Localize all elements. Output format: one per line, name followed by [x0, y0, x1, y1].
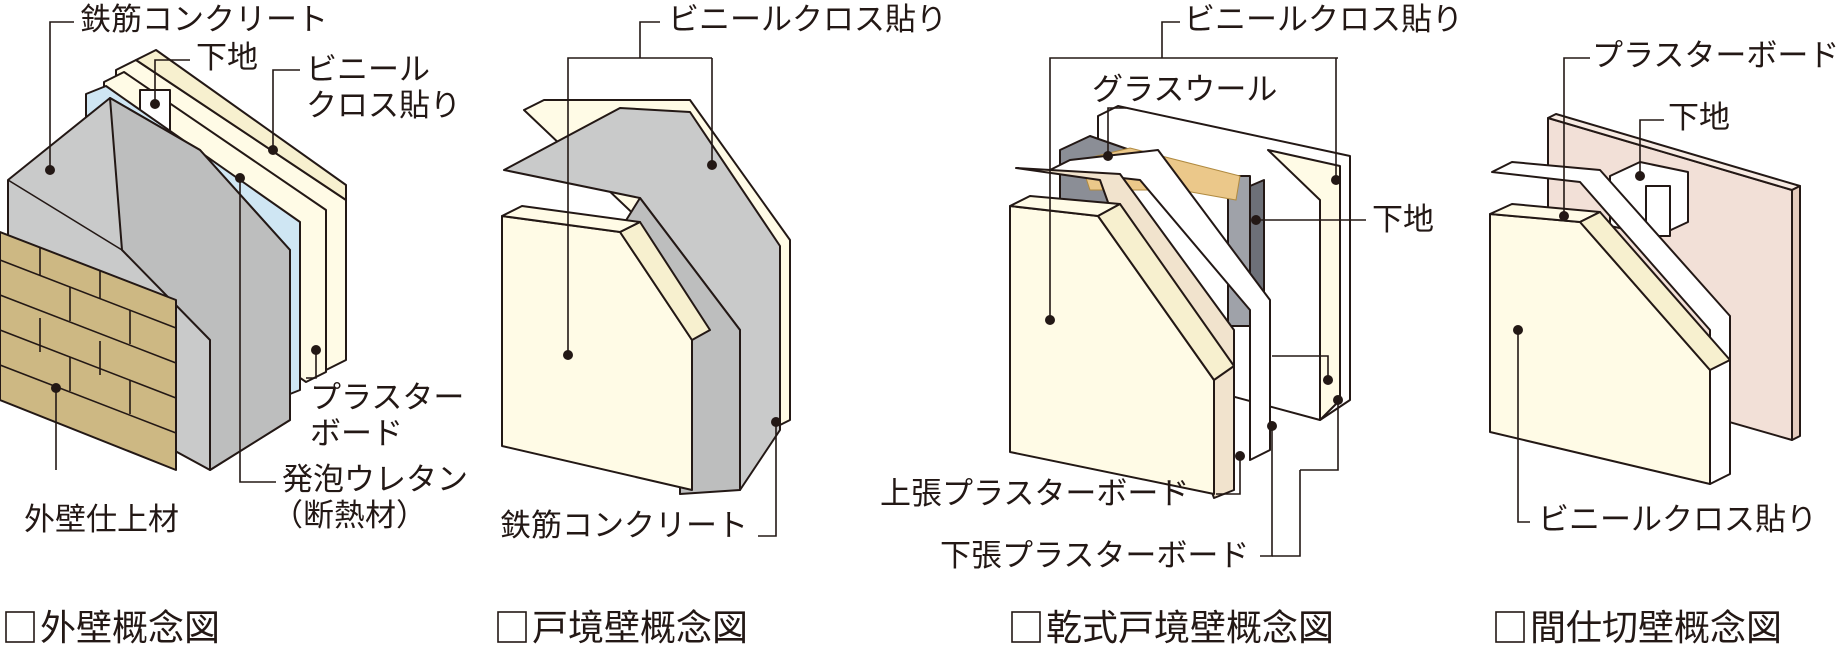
- lower-plaster-board: [1049, 149, 1271, 461]
- unit-partition-wall-diagram: ビニールクロス貼り 鉄筋コンクリート: [500, 2, 947, 544]
- label-vinyl: ビニールクロス貼り: [1184, 2, 1463, 38]
- caption-box-icon: [1495, 611, 1525, 643]
- label-base: 下地: [1668, 100, 1730, 136]
- label-vinyl-line2: クロス貼り: [306, 88, 461, 124]
- caption-interior-partition: 間仕切壁概念図: [1530, 608, 1782, 649]
- label-base: 下地: [1372, 202, 1434, 238]
- caption-exterior: 外壁概念図: [40, 608, 220, 649]
- caption-unit-partition: 戸境壁概念図: [532, 608, 748, 649]
- caption-box-icon: [497, 611, 527, 643]
- label-plaster-line2: ボード: [310, 416, 403, 452]
- caption-box-icon: [1011, 611, 1041, 643]
- caption-dry-partition: 乾式戸境壁概念図: [1046, 608, 1334, 649]
- label-exterior-finish: 外壁仕上材: [24, 502, 179, 538]
- dry-partition-leaders: [1045, 21, 1366, 557]
- label-vinyl-line1: ビニール: [306, 52, 430, 88]
- label-urethane-line1: 発泡ウレタン: [282, 462, 468, 498]
- interior-partition-leaders: [1513, 57, 1664, 523]
- label-plaster: プラスターボード: [1592, 38, 1839, 74]
- exterior-finish-brick: [0, 231, 177, 471]
- label-glasswool: グラスウール: [1092, 72, 1277, 108]
- label-urethane-line2: （断熱材）: [272, 498, 427, 534]
- unit-partition-layers: [501, 99, 791, 495]
- label-base: 下地: [196, 40, 258, 76]
- label-upper-board: 上張プラスターボード: [880, 476, 1189, 512]
- unit-partition-leaders: [563, 21, 781, 537]
- dry-partition-wall-diagram: ビニールクロス貼り グラスウール 下地 上張プラスターボード 下張プラスターボー…: [880, 2, 1463, 574]
- label-lower-board: 下張プラスターボード: [940, 538, 1249, 574]
- label-concrete: 鉄筋コンクリート: [500, 508, 748, 544]
- label-vinyl: ビニールクロス貼り: [1538, 502, 1817, 538]
- captions: 外壁概念図 戸境壁概念図 乾式戸境壁概念図 間仕切壁概念図: [5, 608, 1782, 649]
- exterior-wall-diagram: 鉄筋コンクリート 下地 ビニール クロス貼り プラスター ボード 発泡ウレタン …: [0, 2, 468, 538]
- dry-partition-layers: [1009, 105, 1351, 499]
- label-concrete: 鉄筋コンクリート: [80, 2, 328, 38]
- interior-partition-layers: [1489, 113, 1801, 485]
- exterior-wall-layers: [0, 49, 347, 471]
- interior-partition-wall-diagram: プラスターボード 下地 ビニールクロス貼り: [1489, 38, 1839, 538]
- label-vinyl: ビニールクロス貼り: [668, 2, 947, 38]
- label-plaster-line1: プラスター: [310, 380, 464, 416]
- caption-box-icon: [5, 611, 35, 643]
- exterior-leaders: [45, 21, 321, 483]
